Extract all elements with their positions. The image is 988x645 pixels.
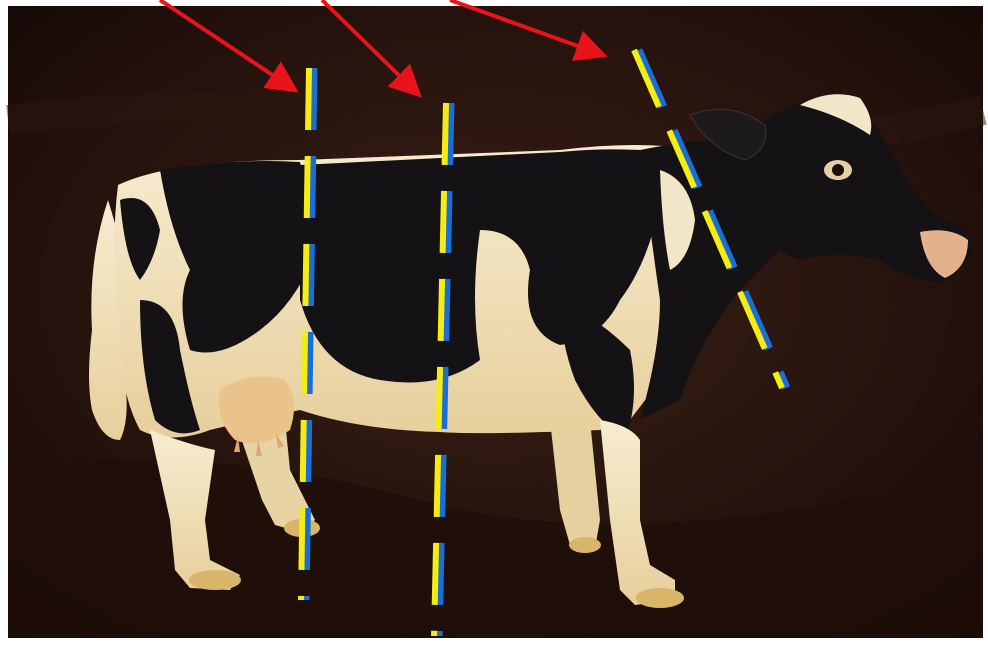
- cow-black-patch: [560, 300, 634, 440]
- cow-shoulder-patch: [660, 170, 695, 270]
- measurement-line-3: [631, 48, 791, 390]
- cow-far-front-leg: [550, 420, 600, 548]
- cow-hoof: [189, 570, 241, 590]
- cow-hoof: [636, 588, 684, 608]
- backdrop-fold: [8, 460, 983, 638]
- cow-nose: [920, 230, 968, 278]
- measurement-lines: [298, 48, 791, 637]
- cow-black-patch: [120, 198, 160, 280]
- cow-near-front-leg: [600, 420, 675, 605]
- arrow-3: [449, 0, 608, 61]
- annotation-arrows: [158, 0, 608, 98]
- measurement-line-2: [431, 102, 455, 637]
- cow-head-white-patch: [800, 94, 872, 135]
- cow-black-patch: [140, 300, 200, 434]
- cow-hoof: [569, 537, 601, 553]
- cow-udder: [219, 376, 294, 444]
- measurement-line-1: [298, 67, 318, 601]
- cow-near-hind-leg: [150, 430, 240, 590]
- cow-figurine: [89, 94, 972, 608]
- arrow-1: [158, 0, 299, 93]
- cow-far-hind-leg: [235, 420, 315, 532]
- cow-ear: [689, 108, 767, 161]
- arrow-2: [320, 0, 422, 98]
- cow-black-patch: [160, 161, 320, 353]
- cow-head: [740, 95, 972, 282]
- cow-pupil: [832, 164, 844, 176]
- cow-teats: [234, 434, 284, 456]
